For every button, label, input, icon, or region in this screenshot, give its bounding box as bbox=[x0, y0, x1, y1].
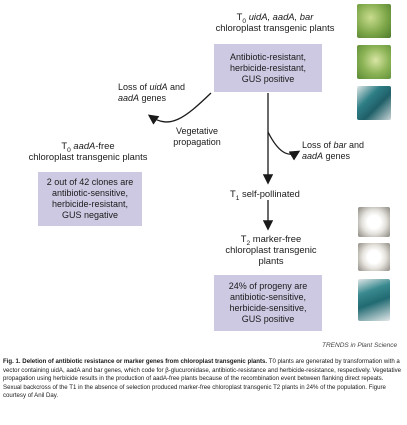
gene-list: uidA, aadA, bar bbox=[248, 11, 314, 22]
aada-free-phenotype-box: 2 out of 42 clones are antibiotic-sensit… bbox=[38, 172, 142, 226]
box-line: herbicide-resistant, bbox=[229, 62, 307, 73]
t-sub: 1 bbox=[235, 194, 240, 202]
t2-marker-free-title: T2 marker-free chloroplast transgenic pl… bbox=[212, 233, 330, 266]
box-line: Antibiotic-resistant, bbox=[229, 51, 307, 62]
journal-credit: TRENDS in Plant Science bbox=[322, 342, 398, 349]
box-line: GUS negative bbox=[61, 210, 119, 220]
box-line: GUS positive bbox=[241, 314, 295, 324]
lbl-text: propagation bbox=[173, 137, 221, 147]
t-prefix: T bbox=[240, 233, 247, 244]
top-phenotype-box: Antibiotic-resistant, herbicide-resistan… bbox=[214, 44, 322, 92]
title-line3: plants bbox=[258, 255, 284, 266]
title-rest: -free bbox=[95, 140, 115, 151]
arrow-loss-bar bbox=[267, 131, 301, 161]
lbl-gene: bar bbox=[333, 140, 347, 150]
leaf-photo-2 bbox=[357, 45, 391, 79]
gus-stained-seedling-photo bbox=[358, 279, 390, 321]
box-line: antibiotic-sensitive, bbox=[51, 188, 129, 198]
caption-label: Fig. 1. bbox=[3, 358, 21, 365]
box-line: herbicide-sensitive, bbox=[229, 303, 307, 313]
loss-bar-aada-label: Loss of bar and aadA genes bbox=[302, 140, 382, 162]
t-prefix: T bbox=[61, 140, 68, 151]
t1-self-pollinated-label: T1 self-pollinated bbox=[230, 188, 330, 202]
lbl-text: and bbox=[346, 140, 365, 150]
figure-caption: Fig. 1. Deletion of antibiotic resistanc… bbox=[3, 358, 403, 401]
loss-uida-aada-label: Loss of uidA and aadA genes bbox=[118, 82, 203, 104]
lbl-text: genes bbox=[323, 151, 351, 161]
t-prefix: T bbox=[230, 188, 236, 199]
lbl-gene: aadA bbox=[118, 93, 140, 103]
t-prefix: T bbox=[236, 11, 243, 22]
leaf-photo-1 bbox=[357, 4, 391, 38]
gus-stained-leaf-photo bbox=[357, 86, 391, 120]
title-line2: chloroplast transgenic bbox=[225, 244, 317, 255]
lbl-text: genes bbox=[139, 93, 167, 103]
seedling-photo-2 bbox=[358, 243, 390, 271]
title-line2: chloroplast transgenic plants bbox=[28, 151, 148, 162]
caption-body: T0 plants are generated by transformatio… bbox=[3, 358, 402, 400]
title-line2: chloroplast transgenic plants bbox=[215, 22, 335, 33]
box-line: antibiotic-sensitive, bbox=[229, 292, 307, 302]
box-line: GUS positive bbox=[241, 73, 295, 84]
arrow-to-aada-free bbox=[147, 92, 212, 125]
lbl-text: self-pollinated bbox=[239, 188, 300, 199]
box-line: 2 out of 42 clones are bbox=[46, 177, 134, 187]
lbl-text: Loss of bbox=[302, 140, 334, 150]
lbl-gene: aadA bbox=[302, 151, 324, 161]
seedling-photo-1 bbox=[358, 207, 390, 237]
lbl-gene: uidA bbox=[149, 82, 168, 92]
lbl-text: Vegetative bbox=[175, 126, 219, 136]
lbl-text: Loss of bbox=[118, 82, 150, 92]
top-plants-title: T0 uidA, aadA, bar chloroplast transgeni… bbox=[200, 11, 350, 33]
lbl-text: and bbox=[167, 82, 186, 92]
t2-phenotype-box: 24% of progeny are antibiotic-sensitive,… bbox=[214, 275, 322, 331]
caption-heading: Deletion of antibiotic resistance or mar… bbox=[20, 358, 268, 365]
gene: aadA bbox=[73, 140, 96, 151]
vegetative-propagation-label: Vegetative propagation bbox=[162, 126, 232, 148]
box-line: herbicide-resistant, bbox=[51, 199, 129, 209]
box-line: 24% of progeny are bbox=[228, 281, 308, 291]
aada-free-title: T0 aadA-free chloroplast transgenic plan… bbox=[18, 140, 158, 162]
title-rest: marker-free bbox=[250, 233, 302, 244]
